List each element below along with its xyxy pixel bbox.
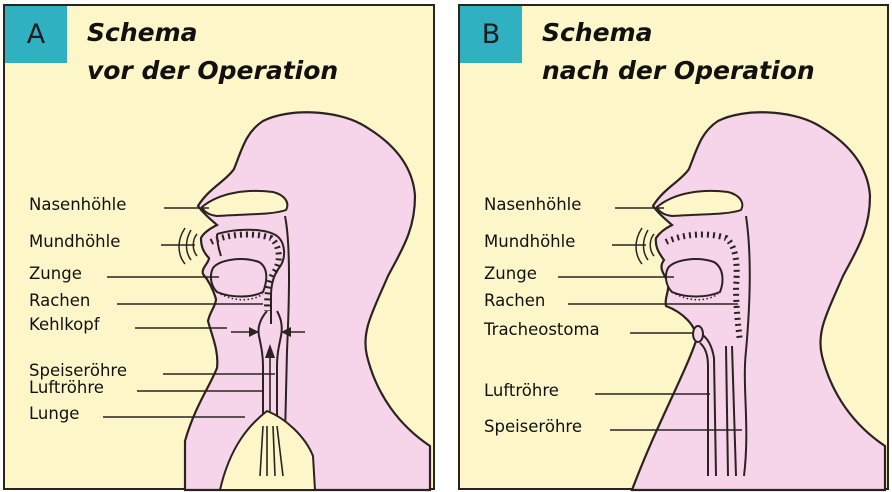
label-luftroehre: Luftröhre	[29, 378, 104, 398]
label-zunge: Zunge	[484, 264, 537, 284]
panel-a-letter: A	[5, 6, 67, 63]
panel-a-title: Schema vor der Operation	[87, 14, 338, 90]
panel-a-title-line1: Schema	[87, 14, 338, 52]
panel-b-letter: B	[460, 6, 522, 63]
panel-a-title-line2: vor der Operation	[87, 52, 338, 90]
label-rachen: Rachen	[29, 291, 90, 311]
label-lunge: Lunge	[29, 404, 79, 424]
sound-waves	[636, 228, 654, 264]
head-silhouette	[185, 112, 430, 490]
tongue	[211, 259, 266, 296]
label-kehlkopf: Kehlkopf	[29, 315, 100, 335]
panel-b: B Schema nach der Operation Nasenhöhle M…	[458, 4, 889, 490]
label-rachen: Rachen	[484, 291, 545, 311]
label-mundhoehle: Mundhöhle	[484, 232, 575, 252]
panel-b-title: Schema nach der Operation	[542, 14, 815, 90]
tracheostoma	[693, 326, 703, 342]
label-tracheostoma: Tracheostoma	[484, 320, 600, 340]
head-silhouette	[632, 112, 885, 490]
label-speiseroehre: Speiseröhre	[484, 417, 582, 437]
panel-a: A Schema vor der Operation Nasenhöhle Mu…	[3, 4, 435, 490]
label-nasenhoehle: Nasenhöhle	[484, 195, 581, 215]
label-luftroehre: Luftröhre	[484, 381, 559, 401]
tongue	[666, 259, 723, 296]
label-nasenhoehle: Nasenhöhle	[29, 195, 126, 215]
panel-b-title-line1: Schema	[542, 14, 815, 52]
label-mundhoehle: Mundhöhle	[29, 232, 120, 252]
label-zunge: Zunge	[29, 264, 82, 284]
panel-b-title-line2: nach der Operation	[542, 52, 815, 90]
sound-waves	[179, 228, 197, 264]
